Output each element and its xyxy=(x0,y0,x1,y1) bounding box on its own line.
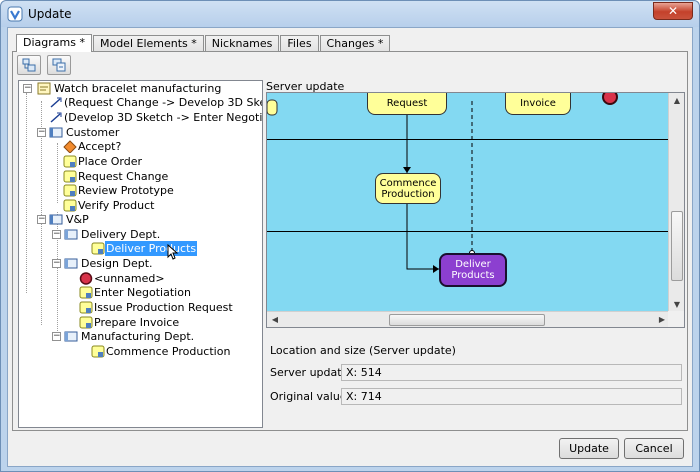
close-button[interactable]: ✕ xyxy=(653,2,693,20)
tab-diagrams[interactable]: Diagrams * xyxy=(16,34,92,52)
collapse-tree-icon xyxy=(52,58,66,72)
lane-divider xyxy=(267,231,670,232)
tab-model-elements[interactable]: Model Elements * xyxy=(92,35,204,52)
task-icon xyxy=(91,242,105,255)
sequence-flow-icon xyxy=(50,97,62,108)
task-icon xyxy=(63,170,77,183)
title-bar[interactable]: Update ✕ xyxy=(1,1,699,27)
diagram-preview[interactable]: Request Invoice Commence Production Deli… xyxy=(266,92,685,328)
task-invoice[interactable]: Invoice xyxy=(505,93,571,115)
diagram-canvas[interactable]: Request Invoice Commence Production Deli… xyxy=(267,93,670,313)
task-icon xyxy=(63,155,77,168)
location-panel: Location and size (Server update) Server… xyxy=(266,344,685,430)
diagrams-panel: − Watch bracelet manufacturing (Request … xyxy=(12,51,688,431)
task-deliver-products[interactable]: Deliver Products xyxy=(439,253,507,287)
task-icon xyxy=(79,286,93,299)
tab-strip: Diagrams * Model Elements * Nicknames Fi… xyxy=(16,34,391,52)
collapse-icon[interactable]: − xyxy=(52,229,61,239)
expand-tree-button[interactable] xyxy=(17,55,41,75)
tab-nicknames[interactable]: Nicknames xyxy=(204,35,280,52)
project-icon xyxy=(37,82,51,95)
mouse-cursor-icon xyxy=(167,244,179,260)
diagram-tree[interactable]: − Watch bracelet manufacturing (Request … xyxy=(18,80,263,428)
task-icon xyxy=(79,301,93,314)
window-title: Update xyxy=(28,7,72,21)
sequence-flow-icon xyxy=(50,112,62,123)
cancel-button[interactable]: Cancel xyxy=(624,438,684,459)
scroll-up-icon[interactable]: ▲ xyxy=(673,96,681,105)
collapse-icon[interactable]: − xyxy=(23,83,32,93)
update-button[interactable]: Update xyxy=(559,438,619,459)
vertical-scroll-thumb[interactable] xyxy=(671,211,683,281)
vertical-scrollbar[interactable]: ▲ ▼ xyxy=(668,93,684,313)
expand-tree-icon xyxy=(22,58,36,72)
gateway-icon xyxy=(63,140,77,153)
scroll-corner xyxy=(668,311,684,327)
task-icon xyxy=(91,345,105,358)
server-update-field: X: 514 xyxy=(341,364,682,381)
task-icon xyxy=(63,199,77,212)
task-icon xyxy=(63,184,77,197)
collapse-icon[interactable]: − xyxy=(52,331,61,341)
collapse-tree-button[interactable] xyxy=(47,55,71,75)
horizontal-scroll-thumb[interactable] xyxy=(389,314,545,326)
tab-changes[interactable]: Changes * xyxy=(319,35,391,52)
end-event-icon xyxy=(79,272,93,285)
pool-icon xyxy=(49,214,63,225)
collapse-icon[interactable]: − xyxy=(37,127,46,137)
lane-icon xyxy=(64,258,78,269)
horizontal-scrollbar[interactable]: ◀ ▶ xyxy=(267,311,670,327)
diagram-caption: Server update xyxy=(266,80,345,93)
app-icon xyxy=(7,6,23,22)
server-update-label: Server update: xyxy=(270,366,353,379)
scroll-right-icon[interactable]: ▶ xyxy=(658,315,666,324)
lane-icon xyxy=(64,331,78,342)
task-request[interactable]: Request xyxy=(367,93,447,115)
original-value-field: X: 714 xyxy=(341,388,682,405)
task-commence-production[interactable]: Commence Production xyxy=(375,173,441,204)
tab-files[interactable]: Files xyxy=(280,35,319,52)
lane-icon xyxy=(64,229,78,240)
original-value-label: Original value: xyxy=(270,390,351,403)
diagram-connectors xyxy=(267,93,618,273)
location-title: Location and size (Server update) xyxy=(270,344,456,357)
collapse-icon[interactable]: − xyxy=(52,258,61,268)
dialog-body: Diagrams * Model Elements * Nicknames Fi… xyxy=(7,27,693,467)
task-icon xyxy=(79,316,93,329)
pool-icon xyxy=(49,127,63,138)
scroll-down-icon[interactable]: ▼ xyxy=(673,300,681,309)
scroll-left-icon[interactable]: ◀ xyxy=(271,315,279,324)
lane-divider xyxy=(267,139,670,140)
collapse-icon[interactable]: − xyxy=(37,214,46,224)
